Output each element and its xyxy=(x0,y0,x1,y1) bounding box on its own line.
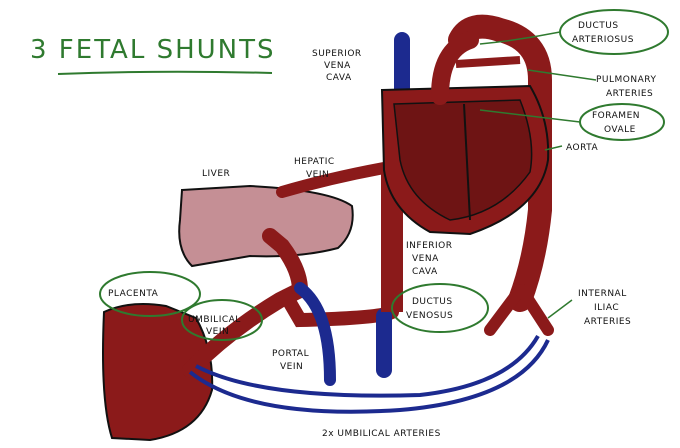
label-ivc-2: VENA xyxy=(412,254,439,264)
umbilical-artery-2 xyxy=(196,336,538,396)
label-liver: LIVER xyxy=(202,169,230,179)
label-uv-1: UMBILICAL xyxy=(188,315,241,325)
leader-iliac xyxy=(548,300,572,318)
label-iliac-3: ARTERIES xyxy=(584,317,631,327)
label-svc-1: SUPERIOR xyxy=(312,49,362,59)
label-pa-1: PULMONARY xyxy=(596,75,656,85)
label-fo-1: FORAMEN xyxy=(592,111,640,121)
ductus-arteriosus-circle xyxy=(560,10,668,54)
label-aorta: AORTA xyxy=(566,143,598,153)
label-portal-2: VEIN xyxy=(280,362,303,372)
label-hepatic-1: HEPATIC xyxy=(294,157,335,167)
hepatic-vein-vessel xyxy=(282,168,384,192)
label-ivc-3: CAVA xyxy=(412,267,438,277)
label-dv-1: DUCTUS xyxy=(412,297,453,307)
label-da-1: DUCTUS xyxy=(578,21,619,31)
title-underline xyxy=(58,72,272,74)
label-placenta: PLACENTA xyxy=(108,289,159,299)
label-pa-2: ARTERIES xyxy=(606,89,653,99)
label-uv-2: VEIN xyxy=(206,327,229,337)
label-iliac-2: ILIAC xyxy=(594,303,619,313)
label-umbilical-arteries: 2x UMBILICAL ARTERIES xyxy=(322,429,441,439)
label-ivc-1: INFERIOR xyxy=(406,241,453,251)
label-dv-2: VENOSUS xyxy=(406,311,453,321)
diagram-title: 3 FETAL SHUNTS xyxy=(30,35,276,65)
label-svc-3: CAVA xyxy=(326,73,352,83)
label-svc-2: VENA xyxy=(324,61,351,71)
liver-shape xyxy=(179,186,353,266)
pulmonary-artery-branch xyxy=(456,60,520,64)
label-iliac-1: INTERNAL xyxy=(578,289,627,299)
label-fo-2: OVALE xyxy=(604,125,636,135)
portal-vein-vessel xyxy=(300,288,330,380)
label-portal-1: PORTAL xyxy=(272,349,309,359)
ductus-venosus-circle xyxy=(392,284,488,332)
label-hepatic-2: VEIN xyxy=(306,170,329,180)
label-da-2: ARTERIOSUS xyxy=(572,35,634,45)
